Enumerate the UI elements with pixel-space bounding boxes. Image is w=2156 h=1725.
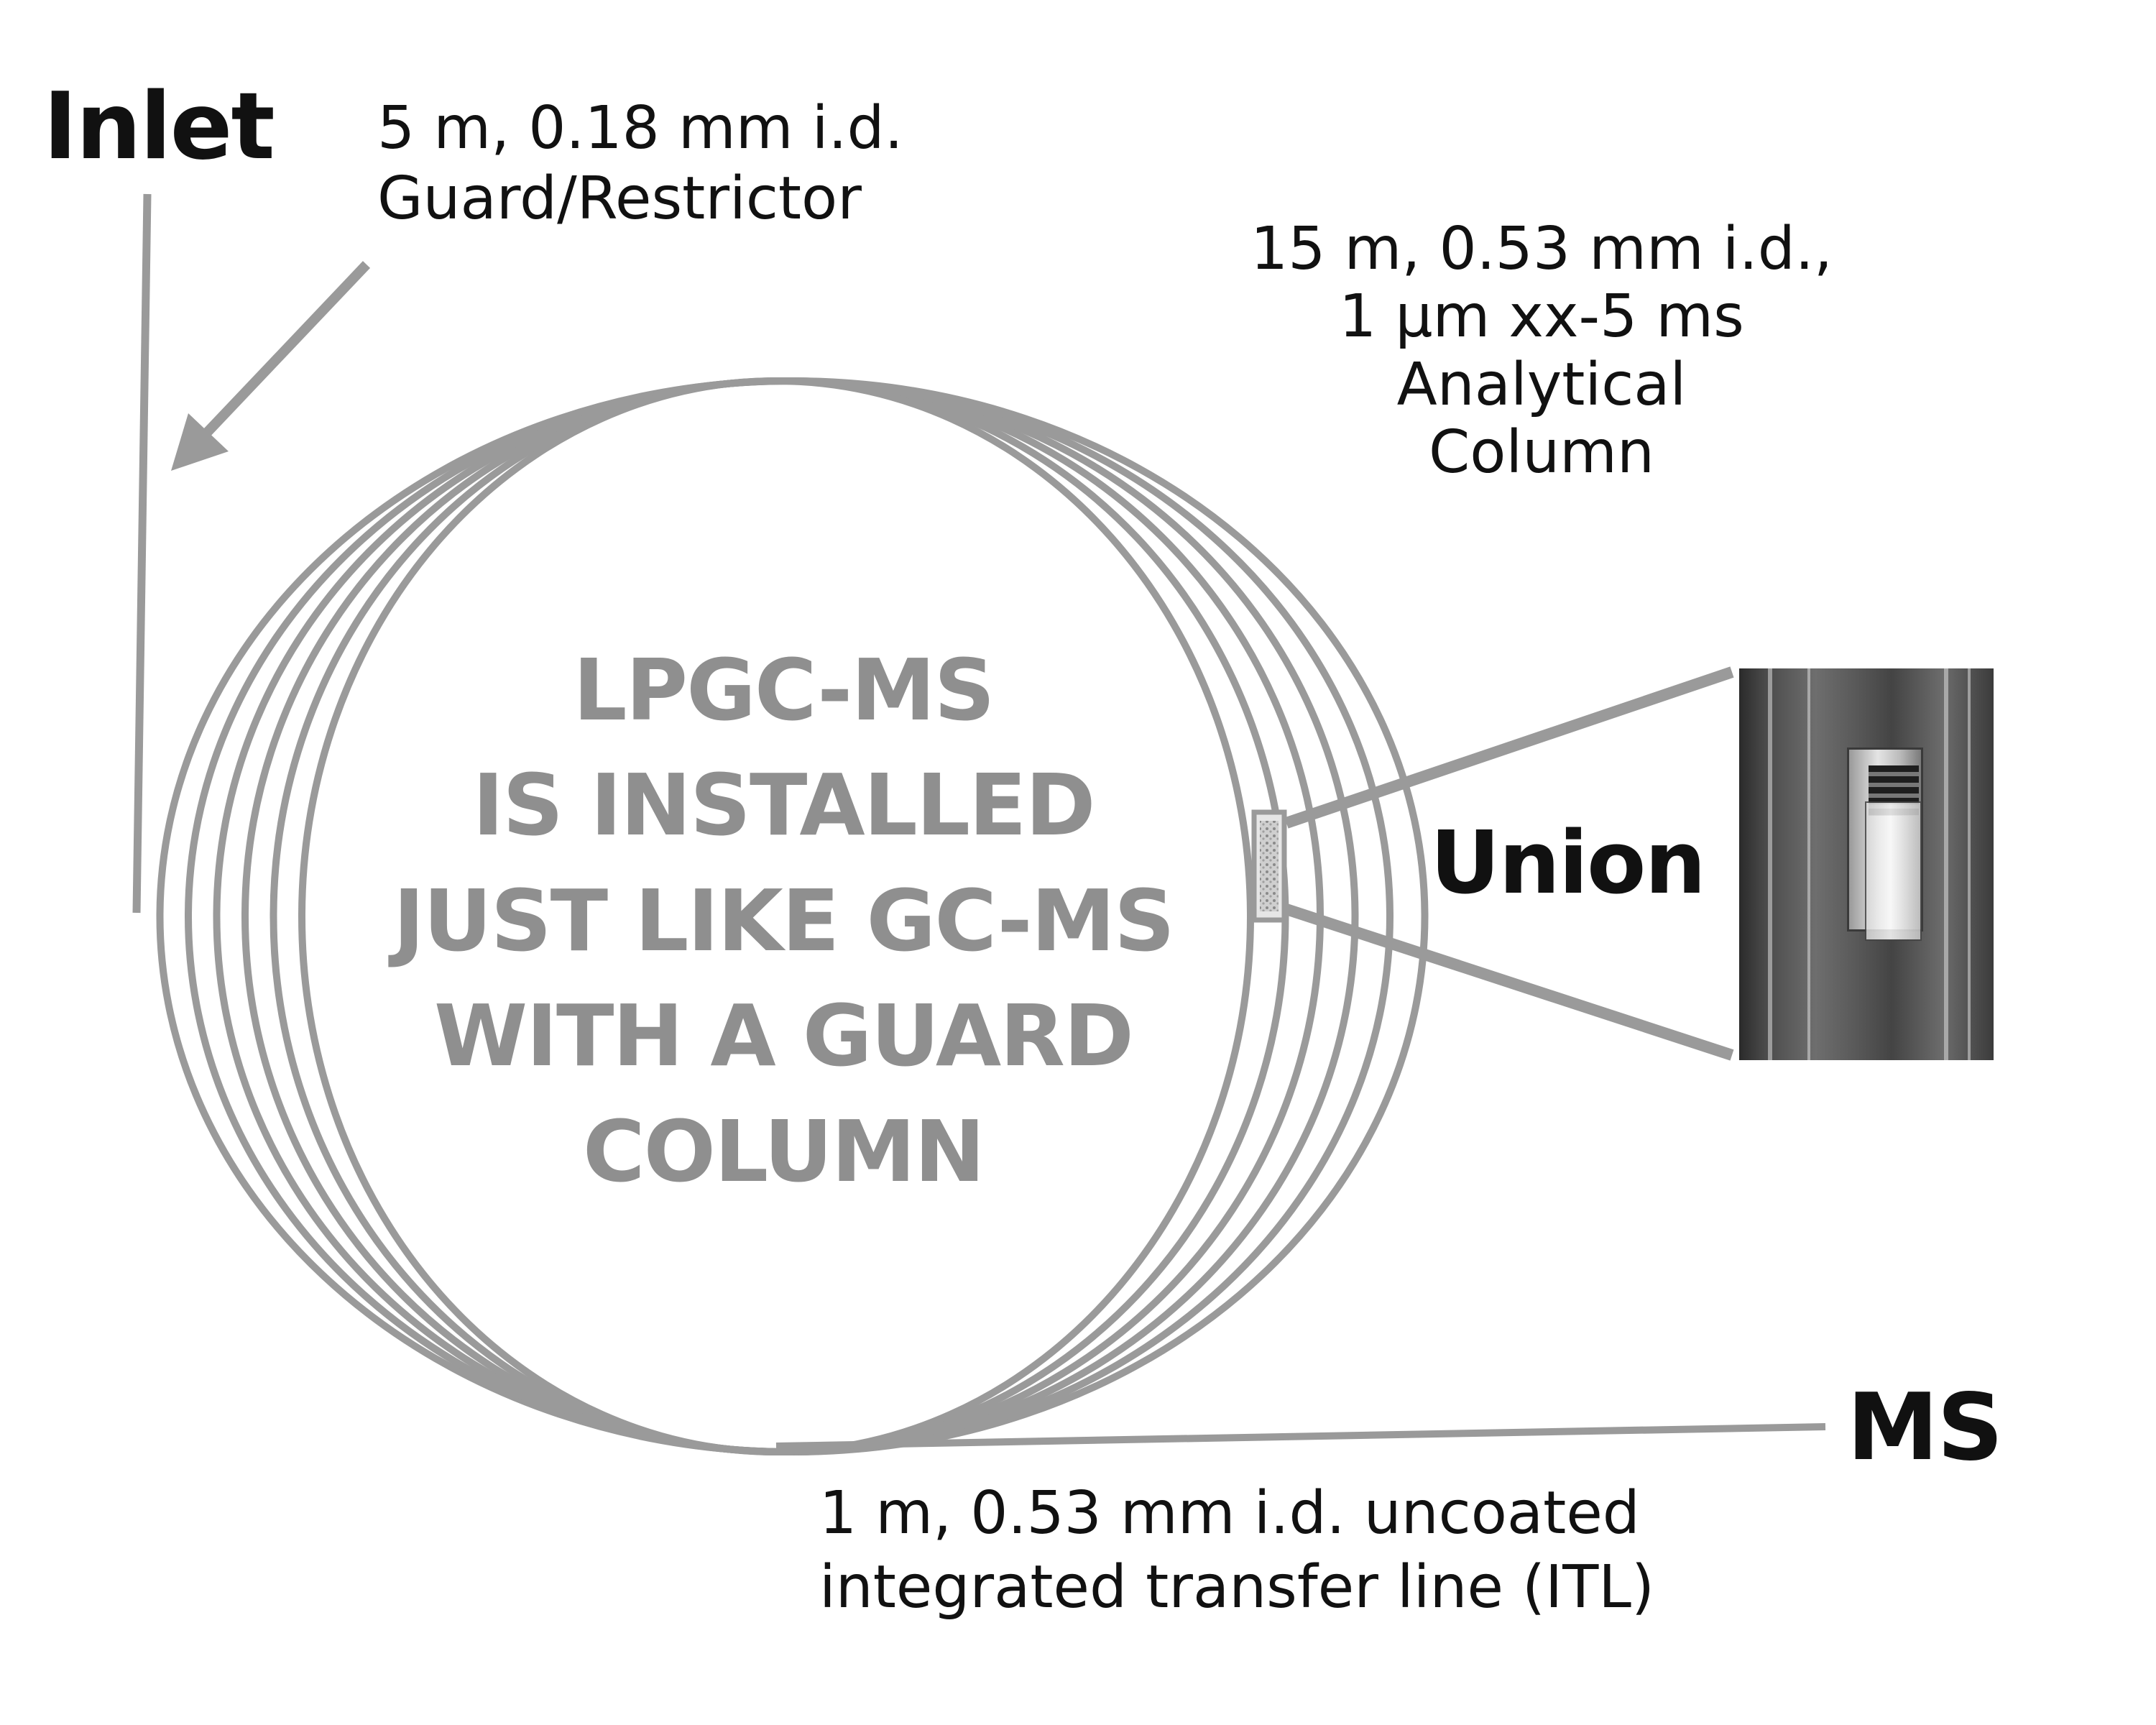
analytical-spec-line3: Analytical — [1396, 350, 1687, 419]
guard-spec: 5 m, 0.18 mm i.d. Guard/Restrictor — [377, 93, 903, 235]
coil-loop — [298, 377, 1254, 1455]
inlet-label: Inlet — [43, 73, 275, 180]
center-message-line4: WITH A GUARD — [434, 986, 1134, 1086]
union-photo — [1739, 668, 1994, 1060]
union-zoom-line-bottom — [1284, 903, 1734, 1061]
transfer-line-spec-line2: integrated transfer line (ITL) — [819, 1552, 1654, 1622]
center-message-line5: COLUMN — [583, 1101, 985, 1201]
center-message-line1: LPGC-MS — [573, 640, 995, 740]
union-label: Union — [1430, 814, 1706, 914]
center-message-line2: IS INSTALLED — [472, 755, 1095, 855]
transfer-line-to-ms — [775, 1423, 1826, 1450]
analytical-spec: 15 m, 0.53 mm i.d., 1 µm xx-5 ms Analyti… — [1164, 215, 1919, 487]
union-zoom-line-top — [1284, 666, 1734, 829]
ms-label: MS — [1847, 1374, 2004, 1481]
analytical-spec-line2: 1 µm xx-5 ms — [1339, 282, 1744, 351]
transfer-line-spec-line1: 1 m, 0.53 mm i.d. uncoated — [819, 1479, 1640, 1547]
guard-arrow-line — [201, 261, 371, 438]
analytical-spec-line1: 15 m, 0.53 mm i.d., — [1250, 215, 1833, 283]
guard-spec-line2: Guard/Restrictor — [377, 165, 862, 234]
union-marker-texture — [1260, 821, 1279, 911]
transfer-line-spec: 1 m, 0.53 mm i.d. uncoated integrated tr… — [819, 1477, 1654, 1624]
guard-arrow-head — [171, 413, 229, 471]
guard-spec-line1: 5 m, 0.18 mm i.d. — [377, 94, 903, 162]
center-message-line3: JUST LIKE GC-MS — [392, 870, 1175, 970]
inlet-lead-line — [132, 193, 152, 914]
analytical-spec-line4: Column — [1428, 418, 1655, 487]
center-message: LPGC-MS IS INSTALLED JUST LIKE GC-MS WIT… — [309, 632, 1258, 1209]
